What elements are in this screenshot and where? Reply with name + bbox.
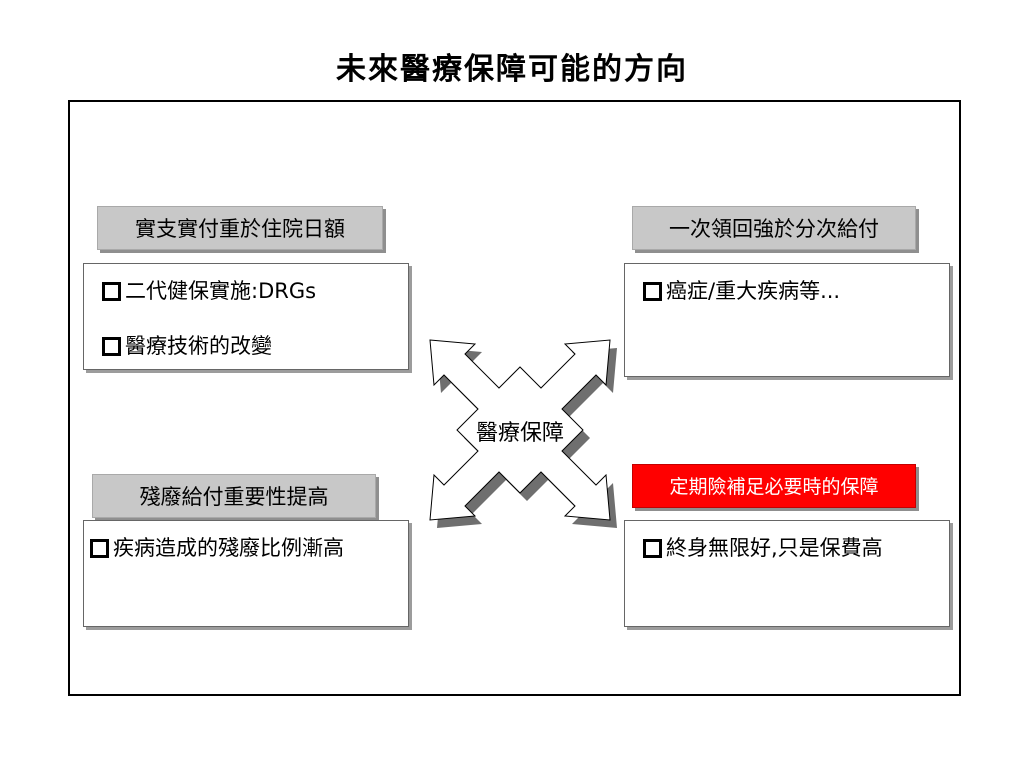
top-right-card: 癌症/重大疾病等... — [624, 263, 950, 377]
item-text: 二代健保實施:DRGs — [125, 279, 317, 303]
center-label: 醫療保障 — [476, 421, 564, 446]
checkbox-icon — [643, 281, 662, 301]
list-item: 二代健保實施:DRGs — [102, 276, 400, 306]
checkbox-icon — [90, 538, 109, 558]
item-text: 癌症/重大疾病等... — [666, 279, 841, 303]
diagram-frame — [68, 100, 961, 696]
top-left-tag: 實支實付重於住院日額 — [97, 206, 383, 250]
checkbox-icon — [102, 336, 121, 356]
bottom-right-tag: 定期險補足必要時的保障 — [632, 464, 916, 508]
item-text: 疾病造成的殘廢比例漸高 — [113, 536, 344, 560]
four-way-arrow-icon: 醫療保障 — [429, 339, 617, 528]
item-text: 醫療技術的改變 — [125, 334, 272, 358]
item-text: 終身無限好,只是保費高 — [666, 536, 883, 560]
checkbox-icon — [102, 281, 121, 301]
bottom-left-tag: 殘廢給付重要性提高 — [92, 474, 376, 518]
top-right-tag: 一次領回強於分次給付 — [632, 206, 916, 250]
list-item: 醫療技術的改變 — [102, 331, 400, 361]
list-item: 終身無限好,只是保費高 — [643, 533, 941, 563]
checkbox-icon — [643, 538, 662, 558]
bottom-right-card: 終身無限好,只是保費高 — [624, 520, 950, 627]
bottom-left-card: 疾病造成的殘廢比例漸高 — [83, 520, 409, 627]
page-title: 未來醫療保障可能的方向 — [336, 52, 688, 87]
top-left-card: 二代健保實施:DRGs 醫療技術的改變 — [83, 263, 409, 370]
list-item: 疾病造成的殘廢比例漸高 — [90, 533, 400, 563]
list-item: 癌症/重大疾病等... — [643, 276, 941, 306]
